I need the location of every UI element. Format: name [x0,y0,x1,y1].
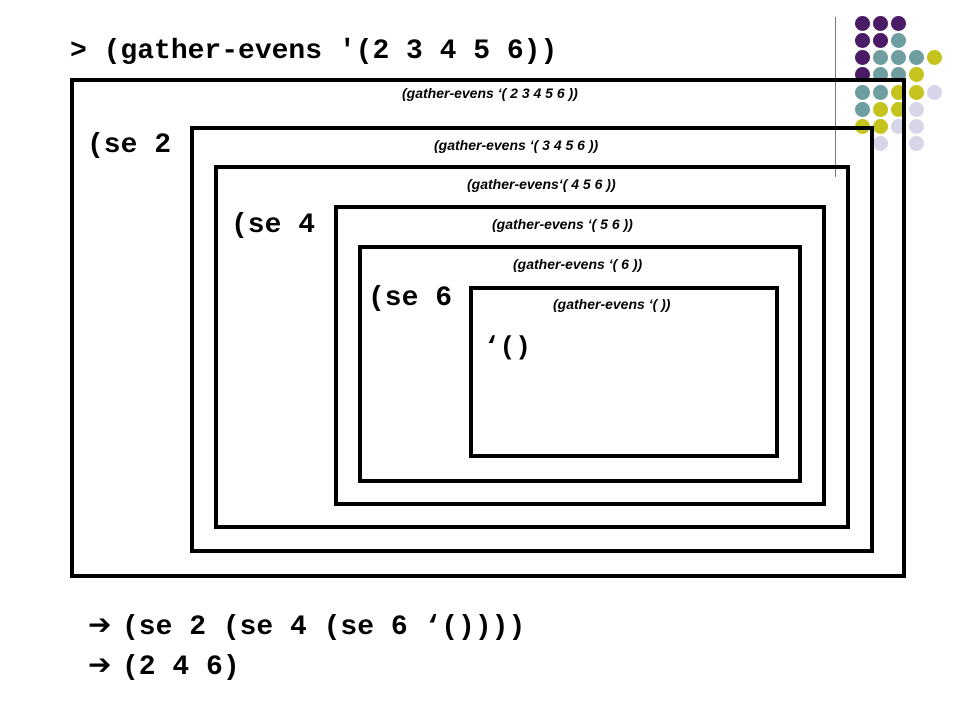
dot [873,136,888,151]
dot [927,50,942,65]
dot [909,85,924,100]
dot [873,85,888,100]
page-title: > (gather-evens '(2 3 4 5 6)) [70,36,558,67]
dot [873,16,888,31]
right-arrow-icon: ➔ [88,648,112,681]
frame-5-call-label: (gather-evens ‘( 6 )) [513,256,643,272]
dot [855,16,870,31]
dot [891,33,906,48]
dot [927,85,942,100]
frame-1-call-label: (gather-evens ‘( 2 3 4 5 6 )) [402,85,578,101]
dot [855,85,870,100]
frame-4-call-label: (gather-evens ‘( 5 6 )) [492,216,633,232]
dot [855,33,870,48]
dot [909,136,924,151]
dot [909,119,924,134]
dot [891,50,906,65]
dot [909,102,924,117]
dot [909,67,924,82]
dot [855,102,870,117]
dot [891,16,906,31]
dot [873,102,888,117]
frame-box-3 [214,165,850,529]
frame-box-2 [190,126,874,553]
base-case-value: ‘() [484,332,531,362]
dot [873,50,888,65]
frame-box-1 [70,78,906,578]
frame-2-call-label: (gather-evens ‘( 3 4 5 6 )) [434,137,599,153]
dot [873,119,888,134]
frame-6-call-label: (gather-evens ‘( )) [553,296,671,312]
result-text: (se 2 (se 4 (se 6 ‘()))) [122,612,526,643]
right-arrow-icon: ➔ [88,608,112,641]
frame-3-call-label: (gather-evens‘( 4 5 6 )) [467,176,616,192]
result-line-2: ➔ (2 4 6) [88,648,240,683]
frame-box-6 [469,286,779,458]
frame-3-prefix: (se 4 [231,210,316,241]
frame-1-prefix: (se 2 [87,130,172,161]
result-text: (2 4 6) [122,652,240,683]
dot [909,50,924,65]
decorative-vertical-line [835,17,836,177]
frame-box-4 [334,205,826,506]
frame-box-5 [358,245,802,483]
dot [855,50,870,65]
result-line-1: ➔ (se 2 (se 4 (se 6 ‘()))) [88,608,525,643]
dot [873,33,888,48]
frame-5-prefix: (se 6 [368,283,453,314]
